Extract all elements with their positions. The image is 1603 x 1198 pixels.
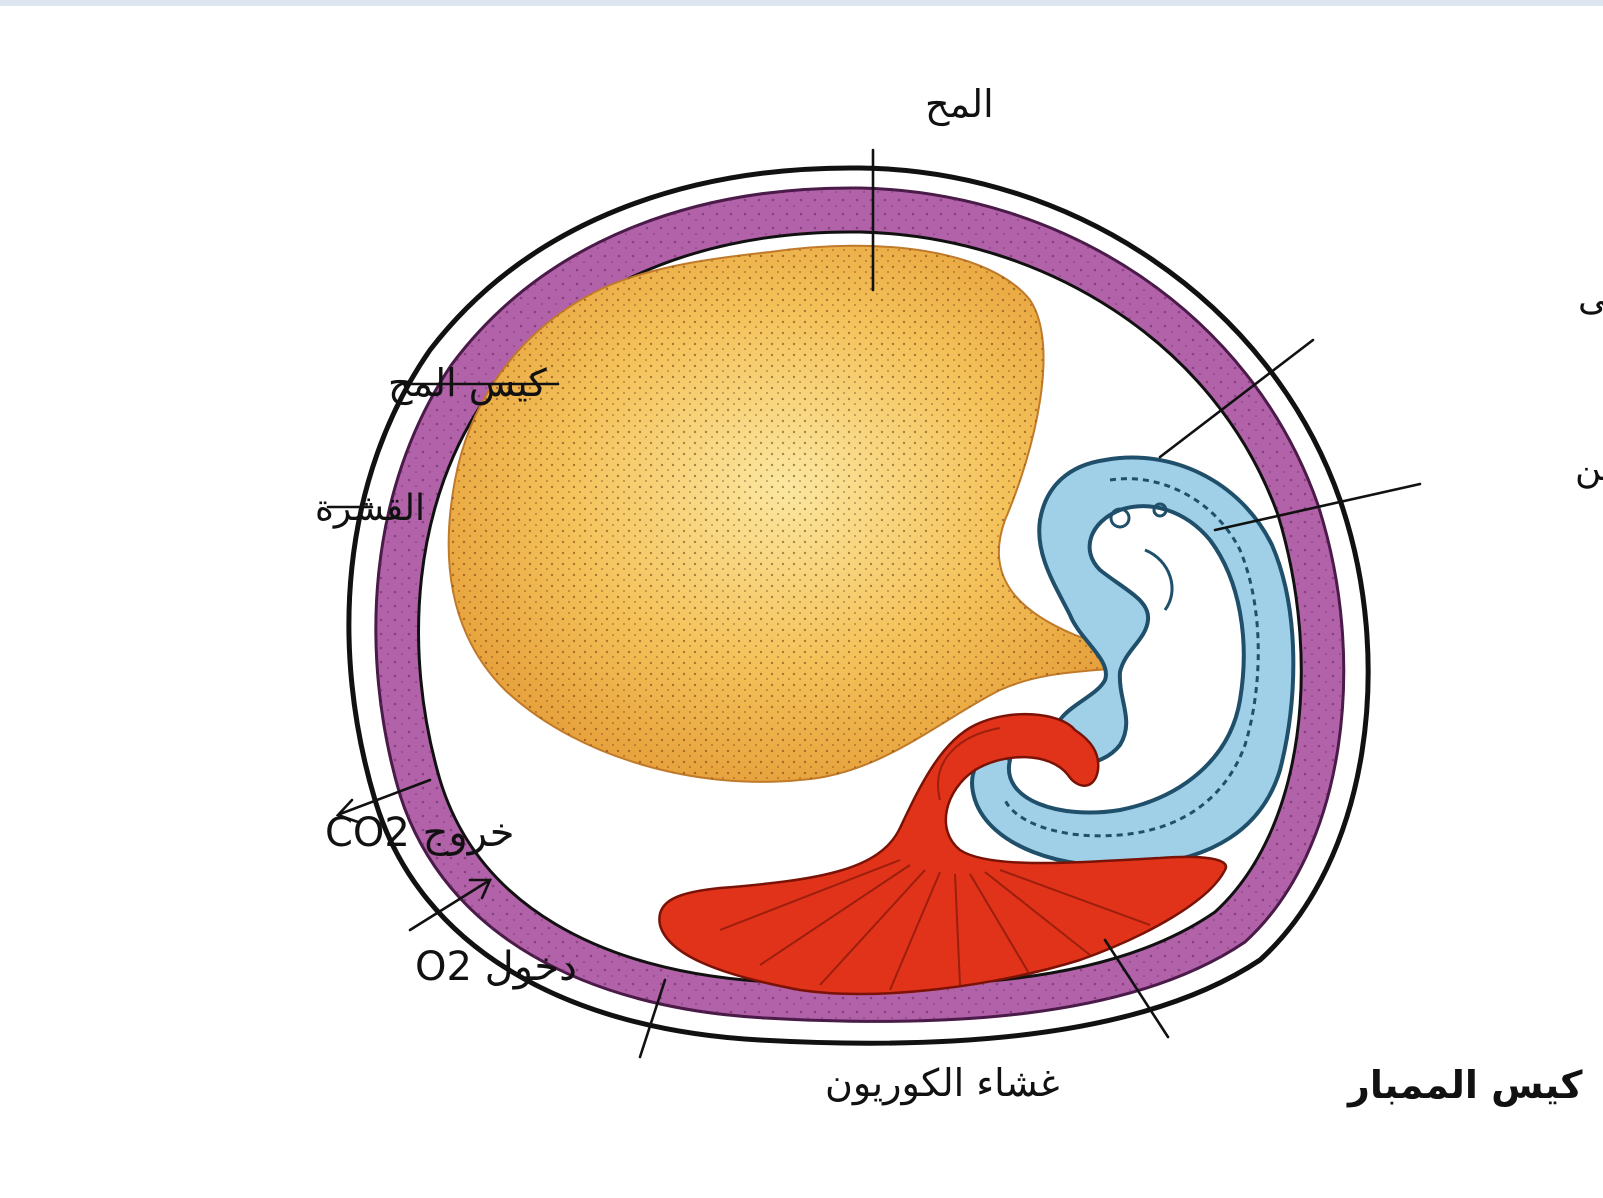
label-shell: القشرة	[315, 488, 425, 529]
label-embryo: الجنين	[1575, 448, 1603, 489]
label-amnion: الغشاء السلى	[1578, 278, 1603, 319]
label-yolk-sac: كيس المح	[388, 361, 548, 406]
label-allantois: كيس الممبار	[1346, 1063, 1583, 1107]
label-co2-out: خروج CO2	[325, 810, 515, 857]
label-yolk: المح	[925, 82, 994, 127]
label-chorion: غشاء الكوريون	[825, 1061, 1060, 1106]
label-o2-in: دخول O2	[415, 944, 577, 990]
